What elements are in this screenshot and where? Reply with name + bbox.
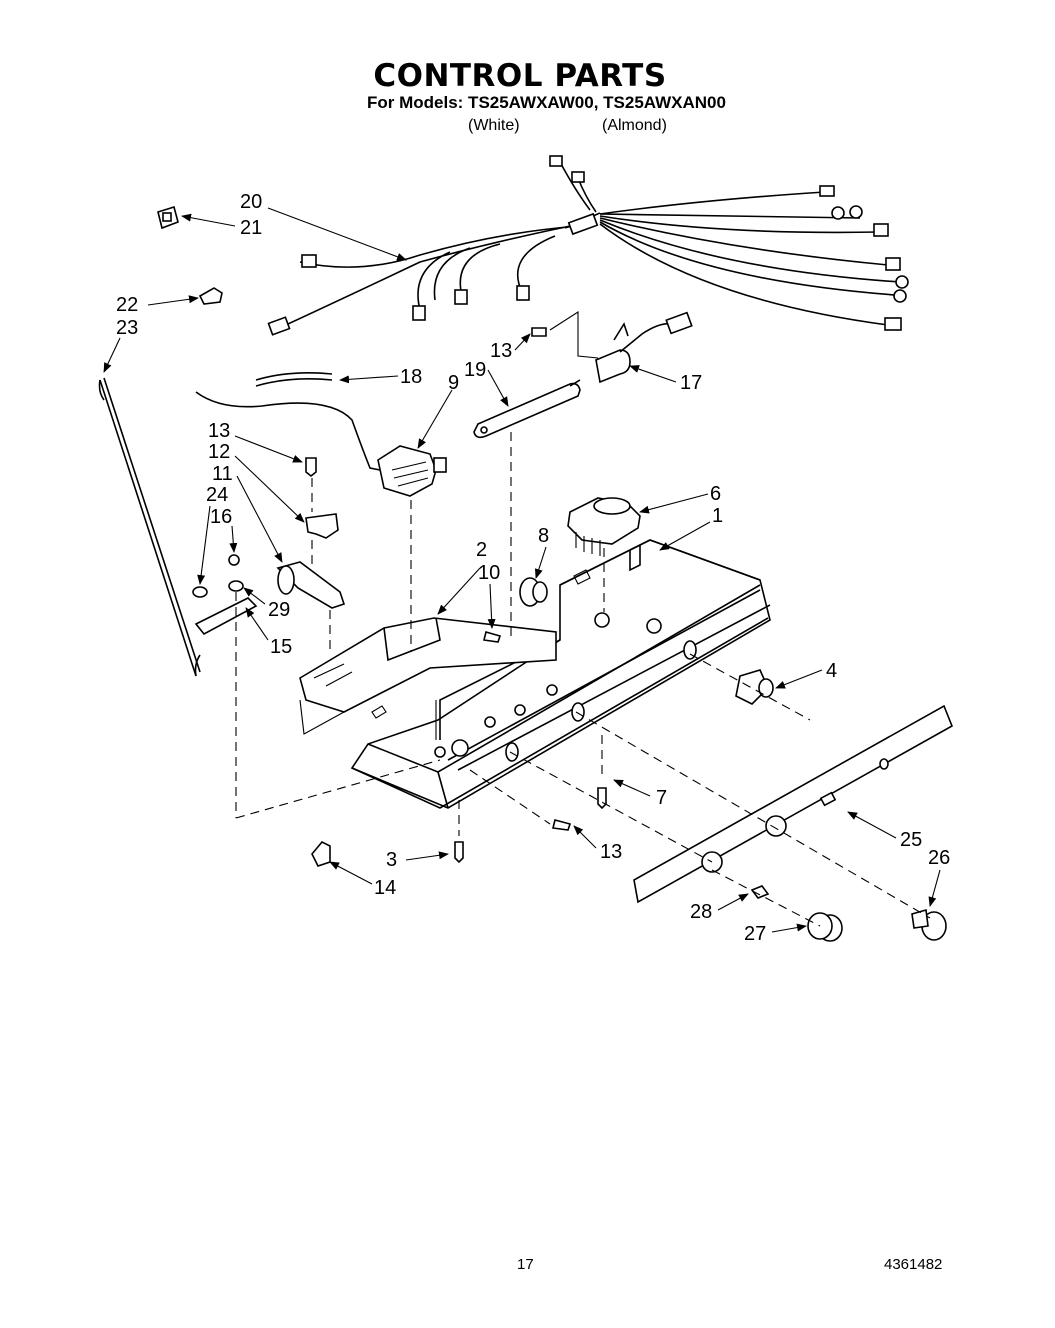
callout-21: 21 [240,217,262,239]
callout-22: 22 [116,294,138,316]
part-1-housing [350,539,771,809]
part-4-switch [735,669,774,705]
callout-18: 18 [400,366,422,388]
models-line: For Models: TS25AWXAW00, TS25AWXAN00 [367,93,726,112]
callout-23: 23 [116,317,138,339]
white-variant-label: (White) [468,117,520,134]
part-17-capsule [595,311,693,384]
part-23-rod [98,377,201,677]
document-number: 4361482 [884,1256,943,1273]
part-9-control [195,391,447,497]
parts-15-16-24-29 [192,554,258,636]
part-22-clip [198,287,223,305]
connector-17-13 [549,310,599,359]
screws [305,327,607,864]
part-6-timer [567,497,641,556]
part-25-front-panel [633,704,954,904]
callout-26: 26 [928,847,950,869]
callout-15: 15 [270,636,292,658]
assembly-guide-lines [235,432,931,927]
callout-20: 20 [240,191,262,213]
callout-24: 24 [206,484,228,506]
callout-29: 29 [268,599,290,621]
callout-13-bottom: 13 [600,841,622,863]
callout-4: 4 [826,660,837,682]
callout-1: 1 [712,505,723,527]
part-26-knob [911,908,947,941]
callout-17: 17 [680,372,702,394]
callout-7: 7 [656,787,667,809]
part-20-wire-harness [267,155,909,336]
callout-2: 2 [476,539,487,561]
callout-14: 14 [374,877,396,899]
callout-13-top: 13 [490,340,512,362]
page-number: 17 [517,1256,534,1273]
callout-9: 9 [448,372,459,394]
callout-11: 11 [212,463,233,485]
callout-13-left: 13 [208,420,230,442]
part-14-clip [311,841,331,867]
callout-28: 28 [690,901,712,923]
part-21-bracket [157,205,179,230]
callout-8: 8 [538,525,549,547]
part-19-sensor [473,379,581,439]
part-8-knob [519,577,548,607]
callout-16: 16 [210,506,232,528]
callout-12: 12 [208,441,230,463]
callout-27: 27 [744,923,766,945]
callout-25: 25 [900,829,922,851]
almond-variant-label: (Almond) [602,117,667,134]
callout-19: 19 [464,359,486,381]
callout-6: 6 [710,483,721,505]
part-27-knob [807,912,843,942]
part-28-washer [750,885,770,899]
parts-11-12 [276,513,346,609]
callout-10: 10 [478,562,500,584]
callout-labels: 20 21 22 23 18 9 19 13 17 13 12 11 24 16… [116,191,950,945]
part-18-tube [255,372,333,387]
leader-lines [103,207,941,933]
callout-3: 3 [386,849,397,871]
page-title: CONTROL PARTS [373,58,667,94]
